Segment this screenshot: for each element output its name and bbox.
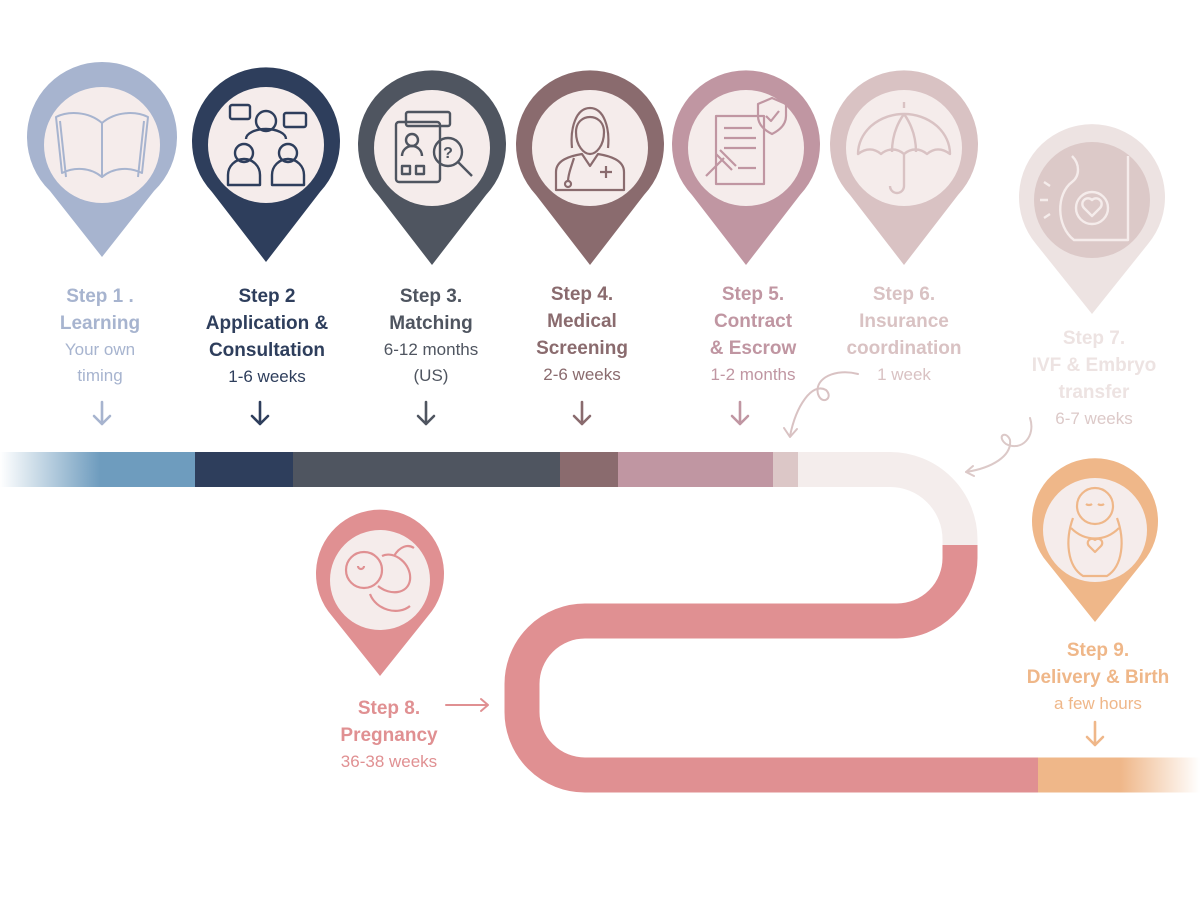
step-7-pin	[1019, 124, 1165, 314]
step-5-down-arrow	[730, 400, 750, 426]
step-1-name: Learning	[60, 313, 140, 334]
swaddled-baby-icon	[1067, 486, 1123, 578]
step-3-number: Step 3.	[400, 286, 462, 307]
step-8-number: Step 8.	[358, 698, 420, 719]
step-6-number: Step 6.	[873, 284, 935, 305]
umbrella-icon	[856, 102, 952, 195]
step-9-duration: a few hours	[1054, 694, 1142, 713]
step-1-duration: Your own	[65, 340, 135, 359]
segment-step8	[504, 545, 1040, 793]
segment-step7	[798, 452, 978, 545]
timeline-track	[0, 452, 1200, 793]
step-8-pin	[316, 509, 444, 676]
step-2-name: Consultation	[209, 340, 325, 361]
step-6-name: Insurance	[859, 311, 949, 332]
segment-step2	[195, 452, 293, 487]
step-6-curved-arrow	[783, 371, 859, 438]
step-2-pin	[192, 67, 340, 262]
step-9-number: Step 9.	[1067, 640, 1129, 661]
step-3-pin: ?	[358, 70, 506, 265]
step-7-duration: 6-7 weeks	[1055, 409, 1132, 428]
step-1-number: Step 1 .	[66, 286, 134, 307]
fetus-icon	[344, 545, 415, 612]
open-book-icon	[55, 112, 149, 178]
doctor-icon	[554, 106, 626, 192]
step-9-name: Delivery & Birth	[1027, 667, 1170, 688]
step-2-name: Application &	[206, 313, 329, 334]
segment-step6	[773, 452, 798, 487]
step-5-pin	[672, 70, 820, 265]
segment-step1-fade	[0, 452, 100, 487]
step-7-name: IVF & Embryo	[1032, 355, 1157, 376]
step-7-name: transfer	[1059, 382, 1130, 403]
step-3-down-arrow	[416, 400, 436, 426]
segment-step1	[100, 452, 195, 487]
step-4-name: Screening	[536, 338, 628, 359]
step-8-duration: 36-38 weeks	[341, 752, 437, 771]
step-1-pin	[26, 61, 177, 257]
step-9-down-arrow	[1085, 720, 1105, 747]
step-4-duration: 2-6 weeks	[543, 365, 620, 384]
segment-step5	[618, 452, 773, 487]
segment-step9	[1038, 757, 1120, 793]
step-7-curved-arrow	[965, 417, 1033, 477]
step-5-name: & Escrow	[710, 338, 797, 359]
step-4-number: Step 4.	[551, 284, 613, 305]
step-1-down-arrow	[92, 400, 112, 426]
step-2-duration: 1-6 weeks	[228, 367, 305, 386]
segment-step9-fade	[1120, 757, 1200, 793]
step-5-number: Step 5.	[722, 284, 784, 305]
step-arrows	[92, 371, 1105, 747]
step-4-down-arrow	[572, 400, 592, 426]
step-1-duration: timing	[77, 366, 122, 385]
step-2-number: Step 2	[238, 286, 295, 307]
step-5-name: Contract	[714, 311, 793, 332]
step-3-duration: 6-12 months	[384, 340, 479, 359]
contract-gavel-icon	[705, 96, 788, 186]
step-6-name: coordination	[846, 338, 961, 359]
step-6-duration: 1 week	[877, 365, 931, 384]
step-7-number: Step 7.	[1063, 328, 1125, 349]
step-2-down-arrow	[250, 400, 270, 426]
step-6-pin	[830, 70, 978, 265]
segment-step3	[293, 452, 560, 487]
segment-step4	[560, 452, 618, 487]
step-3-name: Matching	[389, 313, 472, 334]
step-8-name: Pregnancy	[340, 725, 438, 746]
step-4-pin	[516, 70, 664, 265]
profile-search-icon: ?	[394, 110, 473, 184]
step-4-name: Medical	[547, 311, 617, 332]
step-8-right-arrow	[445, 698, 489, 712]
step-5-duration: 1-2 months	[710, 365, 795, 384]
pregnant-belly-heart-icon	[1040, 155, 1130, 242]
step-9-pin	[1032, 458, 1158, 622]
consultation-people-icon	[226, 103, 308, 187]
svg-text:?: ?	[443, 145, 453, 162]
step-3-duration: (US)	[414, 366, 449, 385]
